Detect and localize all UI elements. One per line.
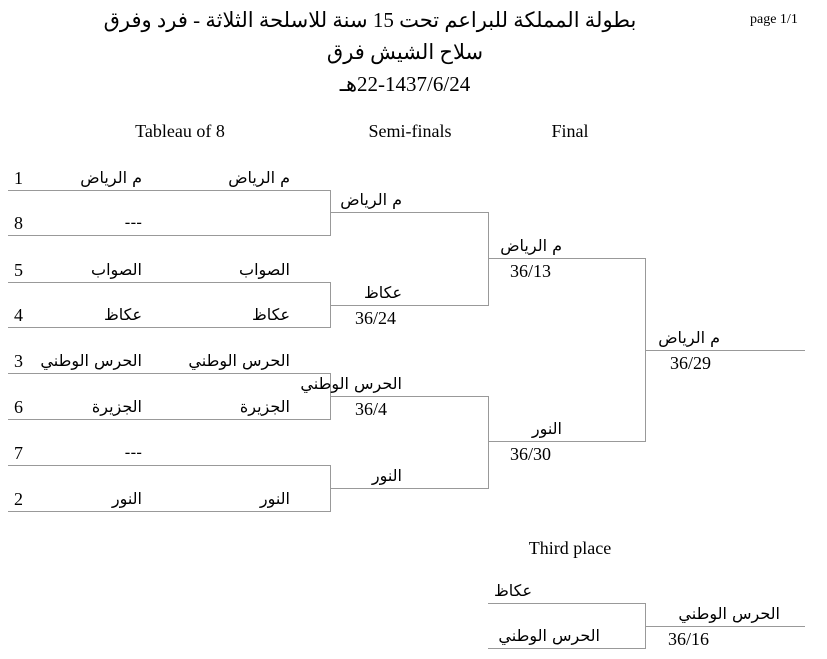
bracket-line bbox=[330, 396, 488, 397]
champion-name: م الرياض bbox=[658, 328, 720, 347]
tableau-entrant: م الرياض bbox=[80, 168, 142, 187]
seed-number: 5 bbox=[14, 260, 23, 280]
semi-entrant: الحرس الوطني bbox=[300, 374, 402, 393]
bracket-line bbox=[488, 258, 645, 259]
event-date: 22-1437/6/24هـ bbox=[339, 72, 471, 96]
bracket-line bbox=[8, 190, 330, 191]
seed-number: 6 bbox=[14, 397, 23, 417]
bracket-line bbox=[8, 282, 330, 283]
bracket-line bbox=[8, 511, 330, 512]
page-title: بطولة المملكة للبراعم تحت 15 سنة للاسلحة… bbox=[103, 8, 637, 32]
semi-entrant: عكاظ bbox=[363, 283, 402, 302]
seed-number: 8 bbox=[14, 213, 23, 233]
bracket-connector bbox=[488, 396, 489, 489]
semi-entrant: النور bbox=[371, 466, 402, 485]
third-place-score: 36/16 bbox=[668, 629, 710, 649]
final-entrant: النور bbox=[531, 419, 562, 438]
tableau-entrant: النور bbox=[111, 489, 142, 508]
page-number: page 1/1 bbox=[750, 12, 798, 27]
tableau-entrant: عكاظ bbox=[103, 305, 142, 324]
tableau-entrant: --- bbox=[124, 213, 142, 232]
bracket-line bbox=[330, 212, 488, 213]
bracket-line bbox=[645, 626, 805, 627]
bracket-line bbox=[8, 419, 330, 420]
seed-number: 3 bbox=[14, 351, 23, 371]
column-header-semis: Semi-finals bbox=[368, 121, 452, 141]
seed-number: 2 bbox=[14, 489, 23, 509]
tableau-result: م الرياض bbox=[228, 168, 290, 187]
bracket-connector bbox=[330, 190, 331, 236]
tableau-entrant: الحرس الوطني bbox=[40, 351, 142, 370]
third-place-entrant: الحرس الوطني bbox=[498, 626, 600, 645]
bracket-line bbox=[8, 235, 330, 236]
third-place-winner: الحرس الوطني bbox=[678, 604, 780, 623]
tableau-result: الجزيرة bbox=[239, 397, 290, 416]
tableau-result: النور bbox=[259, 489, 290, 508]
bracket-connector bbox=[488, 212, 489, 306]
semi-score: 36/24 bbox=[355, 308, 397, 328]
column-header-tableau: Tableau of 8 bbox=[135, 121, 225, 141]
tableau-entrant: الصواب bbox=[91, 260, 142, 279]
tableau-result: الصواب bbox=[239, 260, 290, 279]
bracket-line bbox=[488, 648, 645, 649]
bracket-line bbox=[8, 373, 330, 374]
column-header-third-place: Third place bbox=[528, 538, 612, 558]
bracket-line bbox=[488, 603, 645, 604]
bracket-line bbox=[330, 488, 488, 489]
bracket-line bbox=[8, 465, 330, 466]
tableau-entrant: الجزيرة bbox=[91, 397, 142, 416]
semi-score: 36/4 bbox=[355, 399, 388, 419]
tableau-result: عكاظ bbox=[251, 305, 290, 324]
seed-number: 4 bbox=[14, 305, 23, 325]
tableau-result: الحرس الوطني bbox=[188, 351, 290, 370]
final-entrant: م الرياض bbox=[500, 236, 562, 255]
seed-number: 7 bbox=[14, 443, 23, 463]
seed-number: 1 bbox=[14, 168, 23, 188]
bracket-line bbox=[330, 305, 488, 306]
final-score: 36/13 bbox=[510, 261, 552, 281]
bracket-line bbox=[645, 350, 805, 351]
bracket-line bbox=[488, 441, 645, 442]
third-place-entrant: عكاظ bbox=[493, 581, 532, 600]
final-score: 36/30 bbox=[510, 444, 552, 464]
tableau-entrant: --- bbox=[124, 443, 142, 462]
semi-entrant: م الرياض bbox=[340, 190, 402, 209]
weapon-subtitle: سلاح الشيش فرق bbox=[326, 40, 484, 64]
column-header-final: Final bbox=[551, 121, 589, 141]
champion-score: 36/29 bbox=[670, 353, 712, 373]
bracket-line bbox=[8, 327, 330, 328]
